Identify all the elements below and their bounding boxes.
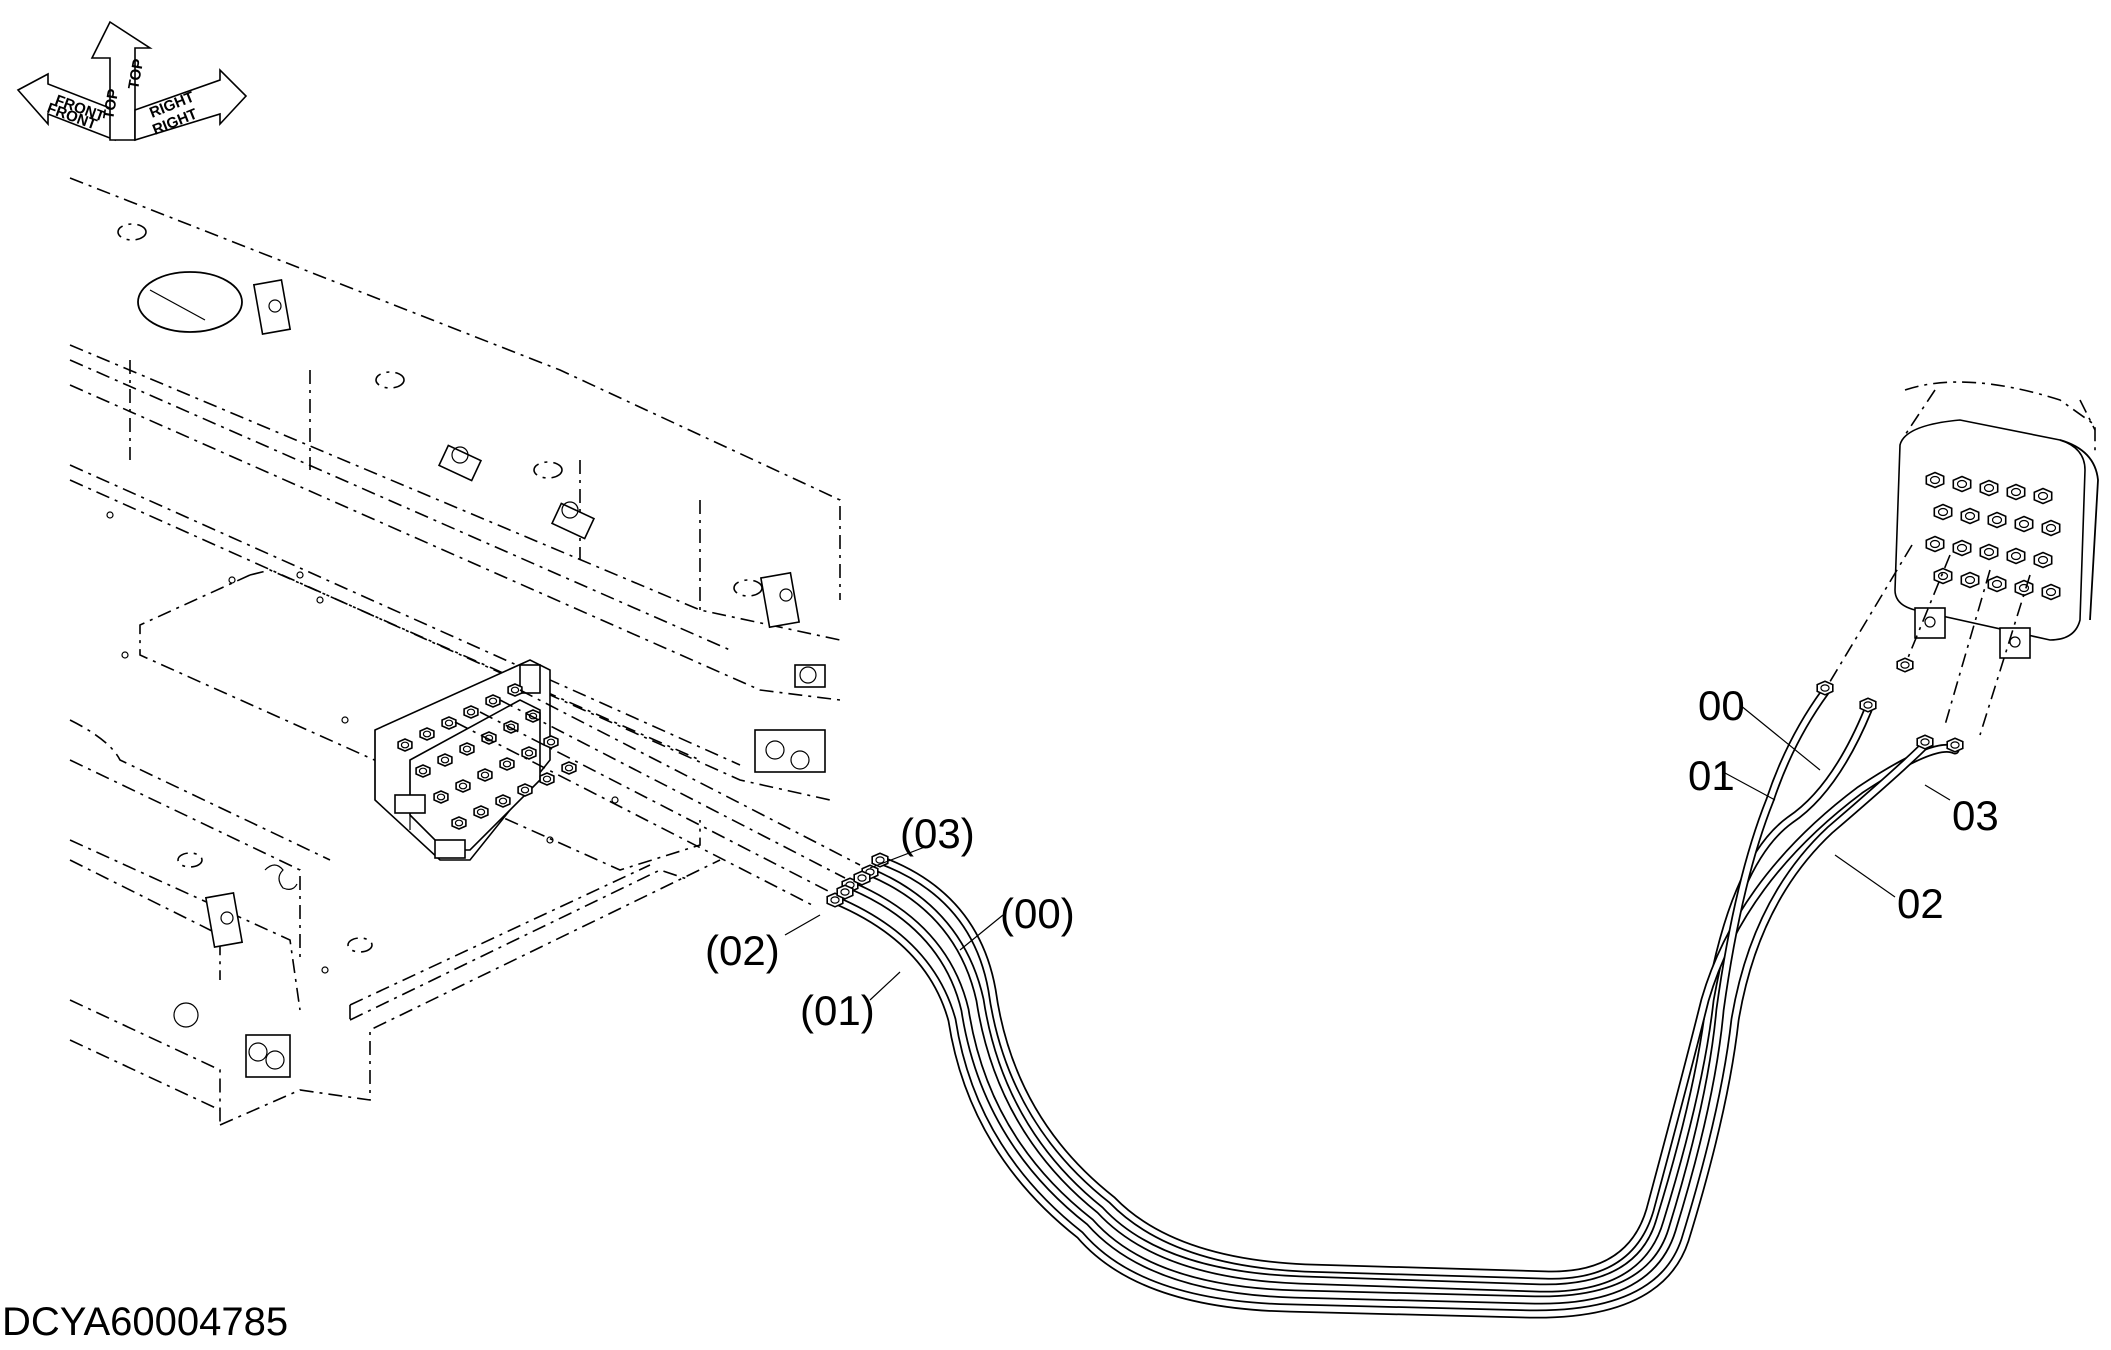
pilot-nut (2014, 515, 2034, 533)
callout-left-02: (02) (705, 927, 780, 974)
callout-left-03: (03) (900, 810, 975, 857)
pilot-nut (2033, 551, 2053, 569)
pilot-nut (2006, 547, 2026, 565)
valve-nut (561, 761, 577, 775)
pilot-nut (1925, 535, 1945, 553)
pilot-nut (2041, 583, 2061, 601)
valve-nut (433, 790, 449, 804)
valve-nut (473, 805, 489, 819)
pilot-nut (1933, 503, 1953, 521)
pilot-nut (2033, 487, 2053, 505)
callout-right-02: 02 (1897, 880, 1944, 927)
callout-right-03: 03 (1952, 792, 1999, 839)
hose-fitting-left (871, 852, 889, 868)
valve-nut (397, 738, 413, 752)
pilot-nut (1979, 543, 1999, 561)
callout-right-00: 00 (1698, 682, 1745, 729)
callout-left-00: (00) (1000, 890, 1075, 937)
hose-fitting-right (1916, 734, 1934, 750)
pilot-nut (2014, 579, 2034, 597)
valve-nut (477, 768, 493, 782)
pilot-nut (2006, 483, 2026, 501)
valve-nut (481, 731, 497, 745)
valve-nut (539, 772, 555, 786)
pilot-nut (1960, 571, 1980, 589)
valve-fittings (397, 683, 577, 830)
orient-top-label-shadow: TOP (125, 58, 147, 91)
frame-structure (69, 177, 841, 1126)
pilot-nut (1979, 479, 1999, 497)
pilot-nut (1933, 567, 1953, 585)
hose-end-fittings (826, 657, 1964, 908)
pilot-hoses (830, 687, 1960, 1319)
pilot-valve-fittings (1925, 471, 2061, 601)
hose-fitting-right (1859, 697, 1877, 713)
frame-brackets (173, 279, 826, 1078)
valve-nut (517, 783, 533, 797)
pilot-nut (1960, 507, 1980, 525)
connection-lines (454, 544, 2031, 906)
valve-nut (451, 816, 467, 830)
valve-nut (499, 757, 515, 771)
valve-nut (543, 735, 559, 749)
valve-nut (441, 716, 457, 730)
orient-top-label: TOP (100, 88, 122, 121)
orientation-arrows-icon: FRONT FRONT TOP TOP RIGHT RIGHT (16, 20, 248, 142)
drawing-code: DCYA60004785 (2, 1300, 288, 1344)
leader-lines (784, 704, 1951, 1001)
callout-left-01: (01) (800, 987, 875, 1034)
valve-nut (463, 705, 479, 719)
valve-nut (495, 794, 511, 808)
valve-nut (459, 742, 475, 756)
hose-fitting-right (1816, 680, 1834, 696)
pilot-nut (1952, 475, 1972, 493)
pilot-nut (2041, 519, 2061, 537)
pilot-nut (1987, 511, 2007, 529)
valve-nut (485, 694, 501, 708)
pilot-nut (1987, 575, 2007, 593)
hose-fitting-right (1946, 737, 1964, 753)
hose-fitting-right (1896, 657, 1914, 673)
valve-nut (521, 746, 537, 760)
control-valve-block (374, 659, 551, 861)
callout-right-01: 01 (1688, 752, 1735, 799)
pilot-nut (1952, 539, 1972, 557)
hose-fitting-left (836, 884, 854, 900)
valve-nut (507, 683, 523, 697)
hose-fitting-left (853, 870, 871, 886)
valve-nut (455, 779, 471, 793)
valve-nut (437, 753, 453, 767)
valve-nut (419, 727, 435, 741)
pilot-nut (1925, 471, 1945, 489)
valve-nut (415, 764, 431, 778)
